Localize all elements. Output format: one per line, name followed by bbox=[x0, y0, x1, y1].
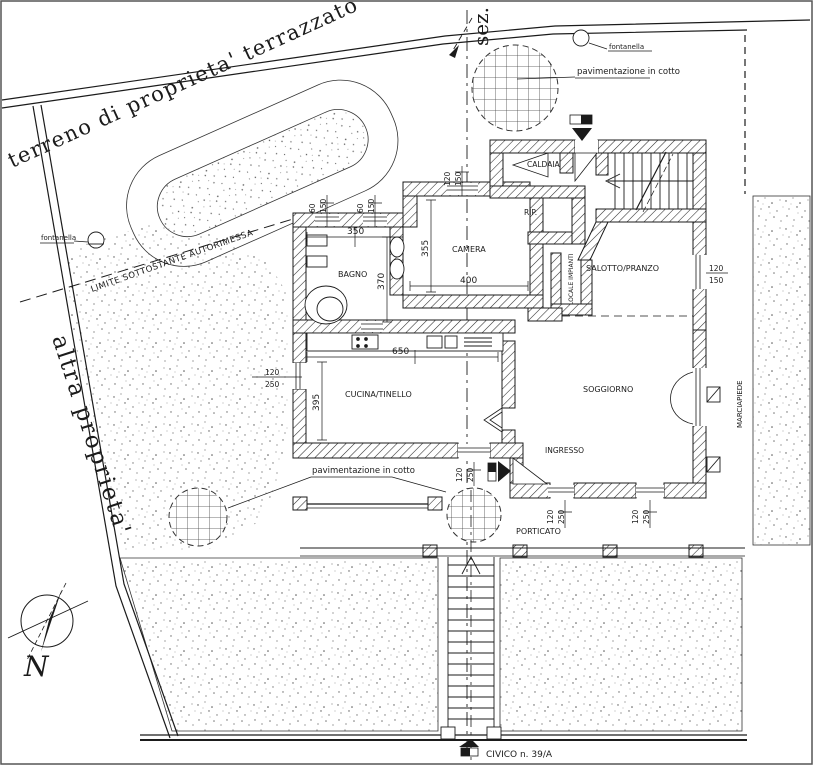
svg-text:150: 150 bbox=[454, 171, 463, 186]
garden-terrain bbox=[66, 222, 288, 550]
paving-north-label: pavimentazione in cotto bbox=[577, 67, 680, 77]
compass-needle bbox=[41, 589, 62, 652]
bidet bbox=[306, 255, 328, 268]
kitchen-sink-2 bbox=[444, 335, 458, 349]
dim-400: 400 bbox=[460, 276, 477, 286]
room-living: SOGGIORNO bbox=[583, 385, 633, 394]
svg-text:120: 120 bbox=[631, 509, 640, 524]
ext-stair-arrow bbox=[461, 556, 481, 575]
svg-text:120: 120 bbox=[455, 467, 464, 482]
dim-350: 350 bbox=[347, 227, 364, 237]
sidewalk-label: MARCIAPIEDE bbox=[736, 380, 744, 428]
section-arrow-head bbox=[449, 45, 459, 58]
room-storage: RIP. bbox=[524, 208, 537, 217]
room-plant: LOCALE IMPIANTI bbox=[568, 253, 575, 305]
road-edge-inner bbox=[1, 29, 748, 109]
entry-arrow-north bbox=[569, 114, 593, 141]
dim-370: 370 bbox=[377, 273, 387, 290]
civic-number-icon bbox=[459, 739, 479, 757]
room-living-dining: SALOTTO/PRANZO bbox=[586, 264, 659, 273]
sink-1 bbox=[389, 236, 405, 258]
cotto-circle-west bbox=[168, 487, 228, 547]
svg-text:150: 150 bbox=[367, 198, 376, 213]
road-edge-outer bbox=[1, 19, 811, 101]
civic-number-label: CIVICO n. 39/A bbox=[486, 750, 553, 760]
room-bedroom: CAMERA bbox=[452, 245, 486, 254]
stair-break-line-1 bbox=[635, 151, 667, 211]
stairs bbox=[300, 151, 745, 760]
svg-text:120: 120 bbox=[709, 264, 724, 273]
section-label: sez. bbox=[469, 7, 493, 46]
fountain-west-label: fontanella bbox=[41, 234, 76, 242]
driveway-outer-edge bbox=[126, 79, 399, 267]
fountain-north-icon bbox=[572, 29, 590, 47]
fountain-west-icon bbox=[87, 231, 105, 249]
dim-650: 650 bbox=[392, 347, 409, 357]
east-terrain bbox=[752, 195, 811, 546]
fixtures bbox=[304, 234, 721, 473]
paving-south-label: pavimentazione in cotto bbox=[312, 466, 415, 476]
terrain-areas bbox=[66, 79, 811, 732]
svg-text:250: 250 bbox=[642, 509, 651, 524]
cotto-paving bbox=[168, 44, 559, 547]
dim-395: 395 bbox=[312, 394, 322, 411]
garage-limit-line bbox=[19, 218, 294, 303]
sink-2 bbox=[389, 258, 405, 280]
fridge bbox=[464, 337, 492, 347]
symbols bbox=[7, 29, 652, 757]
svg-text:150: 150 bbox=[709, 276, 724, 285]
west-boundary-inner bbox=[40, 104, 179, 737]
southwest-terrain bbox=[119, 557, 439, 732]
stair-break-line-2 bbox=[642, 153, 674, 213]
southeast-terrain bbox=[499, 557, 743, 732]
north-label: N bbox=[23, 650, 50, 683]
boiler-door-leaf bbox=[511, 152, 549, 178]
svg-text:250: 250 bbox=[466, 467, 475, 482]
entry-arrow-east bbox=[487, 461, 511, 482]
room-entrance: INGRESSO bbox=[545, 446, 584, 455]
gate-post-left bbox=[440, 726, 456, 740]
svg-text:60: 60 bbox=[356, 203, 365, 213]
openings bbox=[292, 140, 707, 497]
svg-text:250: 250 bbox=[557, 509, 566, 524]
room-boiler: CALDAIA bbox=[527, 160, 561, 169]
fountain-north-label: fontanella bbox=[609, 43, 644, 51]
entrance-door-leaf bbox=[512, 457, 549, 485]
svg-text:120: 120 bbox=[443, 171, 452, 186]
fireplace-arc bbox=[670, 371, 694, 425]
kitchen-sink-1 bbox=[426, 335, 443, 349]
room-bathroom: BAGNO bbox=[338, 270, 367, 279]
kitchen-door-leaf-2 bbox=[489, 411, 503, 429]
svg-text:120: 120 bbox=[265, 368, 280, 377]
north-entry-door-leaf bbox=[574, 152, 598, 183]
section-arrow-line bbox=[451, 17, 473, 53]
cotto-circle-landing bbox=[446, 487, 502, 543]
leader-lines bbox=[40, 42, 652, 509]
room-porch: PORTICATO bbox=[516, 527, 561, 536]
dimension-lines bbox=[252, 166, 728, 528]
cotto-circle-north bbox=[471, 44, 559, 132]
room-kitchen: CUCINA/TINELLO bbox=[345, 390, 412, 399]
stair-direction-arrow bbox=[604, 173, 621, 189]
north-compass bbox=[7, 582, 89, 661]
svg-text:150: 150 bbox=[319, 198, 328, 213]
svg-text:250: 250 bbox=[265, 380, 280, 389]
dim-355: 355 bbox=[421, 240, 431, 257]
svg-text:120: 120 bbox=[546, 509, 555, 524]
svg-text:60: 60 bbox=[308, 203, 317, 213]
bathtub-inner bbox=[316, 296, 344, 322]
gate-post-right bbox=[486, 726, 502, 740]
west-boundary-outer bbox=[32, 105, 171, 739]
terraced-strip bbox=[156, 109, 369, 237]
fountain-symbols bbox=[87, 29, 590, 249]
